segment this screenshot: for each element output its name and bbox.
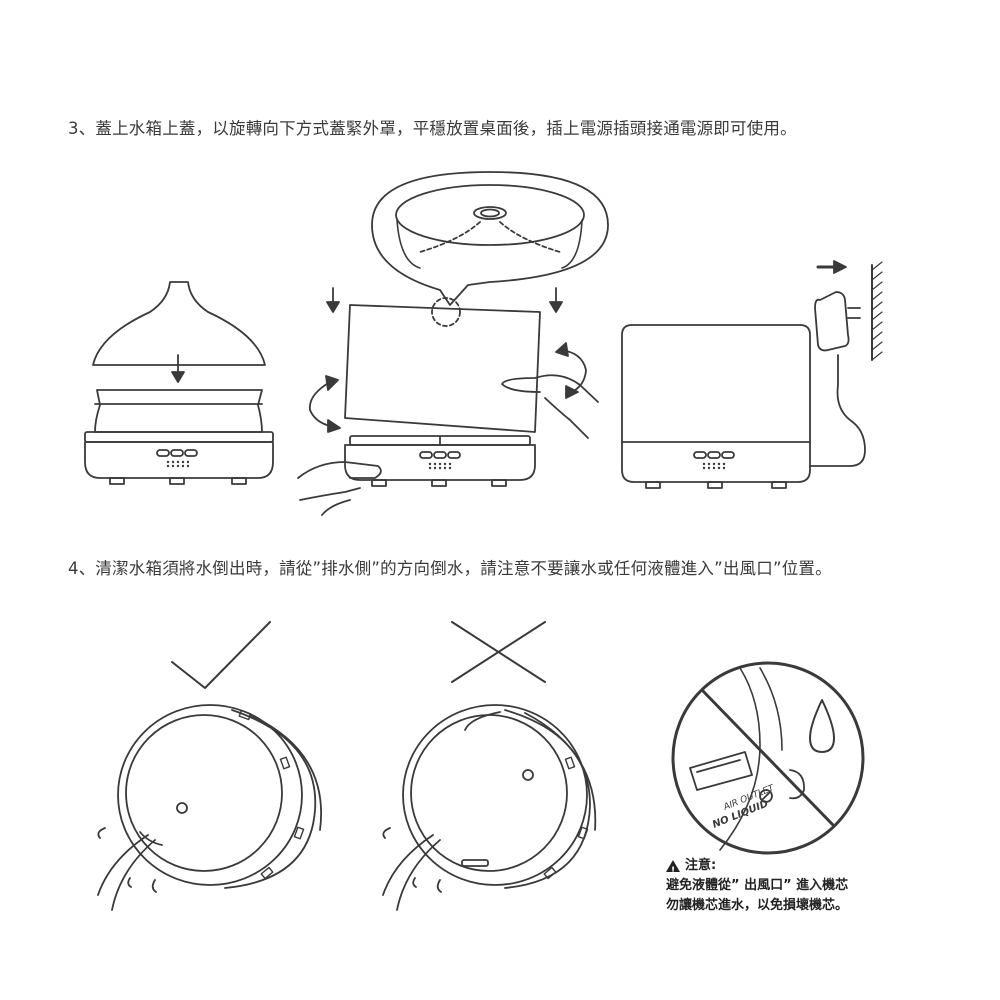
hand-left xyxy=(297,461,382,516)
control-buttons xyxy=(156,449,198,457)
water-drop-icon xyxy=(809,699,835,753)
prohibited-icon xyxy=(671,661,865,855)
arrow-down-icon xyxy=(326,287,340,313)
lid xyxy=(92,281,266,366)
rotate-arrow-icon xyxy=(555,342,587,399)
lid-placement-figure xyxy=(84,281,274,485)
note-line-2: 勿讓機芯進水，以免損壞機芯。 xyxy=(666,898,849,913)
arrow-right-icon xyxy=(816,260,847,274)
arrow-down-icon xyxy=(171,354,185,383)
note-title: 注意: xyxy=(685,858,717,873)
zoom-bubble xyxy=(371,171,609,306)
warning-note: 注意: 避免液體從” 出風口” 進入機芯 勿讓機芯進水，以免損壞機芯。 xyxy=(666,856,848,916)
correct-pour-figure xyxy=(97,704,322,911)
base xyxy=(84,441,274,479)
cross-icon xyxy=(451,621,546,683)
water-stream xyxy=(97,834,156,911)
note-line-1: 避免液體從” 出風口” 進入機芯 xyxy=(666,878,849,893)
assembled-body xyxy=(621,324,811,483)
warning-icon xyxy=(666,860,680,881)
arrow-down-icon xyxy=(549,287,563,313)
step-4-instruction: 4、清潔水箱須將水倒出時，請從”排水側”的方向倒水，請注意不要讓水或任何液體進入… xyxy=(68,559,832,578)
hand-right xyxy=(501,374,599,439)
cover-twist-figure xyxy=(297,171,609,516)
cover xyxy=(344,304,541,433)
power-cable xyxy=(809,354,866,467)
water-tank xyxy=(94,389,263,433)
base xyxy=(344,444,536,481)
assembled-figure xyxy=(621,260,883,489)
step-3-instruction: 3、蓋上水箱上蓋，以旋轉向下方式蓋緊外罩，平穩放置桌面後，插上電源插頭接通電源即… xyxy=(68,119,797,138)
wrong-pour-figure xyxy=(382,704,597,911)
check-icon xyxy=(171,621,271,689)
rotate-arrow-icon xyxy=(308,375,341,433)
power-adapter xyxy=(814,291,850,352)
water-stream xyxy=(382,834,441,911)
